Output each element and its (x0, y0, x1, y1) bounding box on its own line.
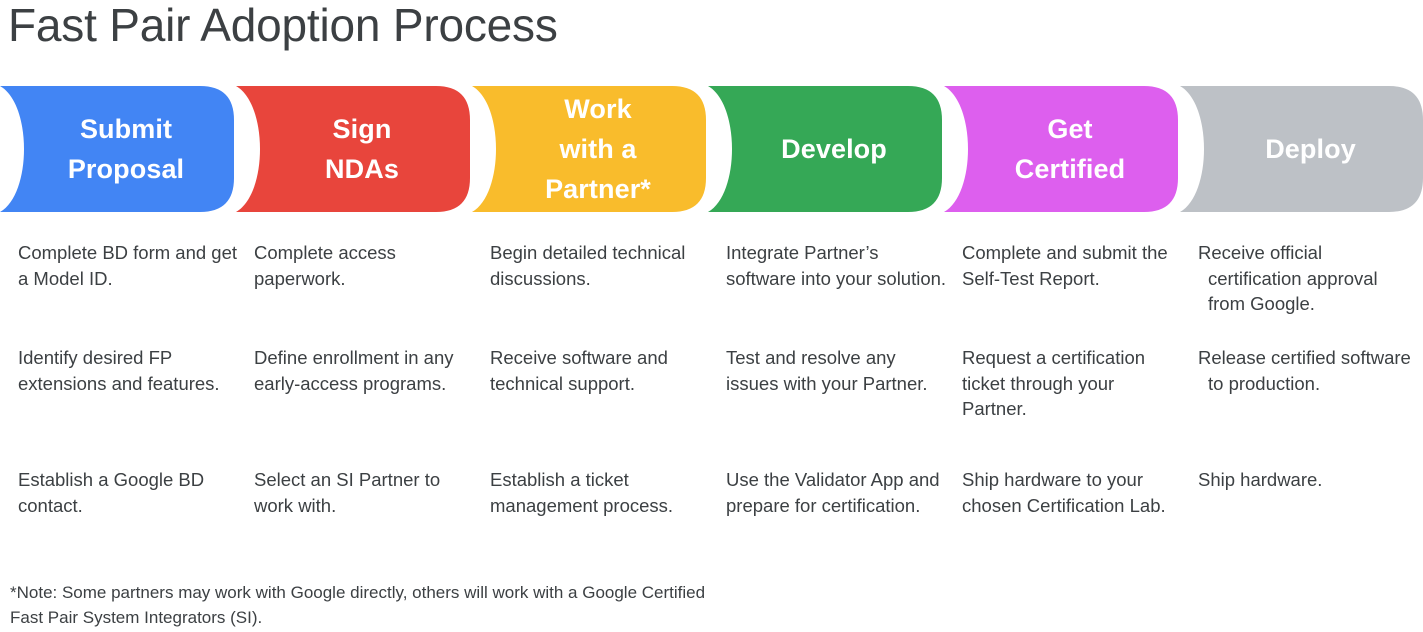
stage-detail-columns: Complete BD form and get a Model ID. Iden… (0, 240, 1423, 560)
stage-shape-develop[interactable] (708, 86, 942, 212)
stage-shapes (0, 86, 1423, 212)
detail-item: Test and resolve any issues with your Pa… (726, 347, 928, 394)
detail-item: Release certified software to production… (1198, 347, 1411, 394)
stage-shape-submit-proposal[interactable] (0, 86, 234, 212)
detail-item: Begin detailed technical discussions. (490, 242, 686, 289)
stage-shape-deploy[interactable] (1180, 86, 1423, 212)
detail-item: Ship hardware to your chosen Certificati… (962, 469, 1166, 516)
detail-item: Request a certification ticket through y… (962, 347, 1146, 419)
detail-item: Complete and submit the Self-Test Report… (962, 242, 1168, 289)
detail-item: Select an SI Partner to work with. (254, 469, 441, 516)
detail-item: Integrate Partner’s software into your s… (726, 242, 947, 289)
detail-item: Receive official certification approval … (1198, 242, 1378, 314)
detail-item: Establish a ticket management process. (490, 469, 674, 516)
detail-item: Use the Validator App and prepare for ce… (726, 469, 940, 516)
detail-item: Establish a Google BD contact. (18, 469, 205, 516)
detail-item: Ship hardware. (1198, 469, 1323, 490)
detail-item: Complete access paperwork. (254, 242, 396, 289)
stage-shape-work-with-a-partner[interactable] (472, 86, 706, 212)
footnote-note: *Note: Some partners may work with Googl… (10, 583, 706, 627)
stage-shape-get-certified[interactable] (944, 86, 1178, 212)
detail-item: Define enrollment in any early-access pr… (254, 347, 454, 394)
detail-item: Identify desired FP extensions and featu… (18, 347, 220, 394)
page-title: Fast Pair Adoption Process (8, 0, 558, 51)
detail-item: Complete BD form and get a Model ID. (18, 242, 238, 289)
detail-item: Receive software and technical support. (490, 347, 668, 394)
stage-shape-sign-ndas[interactable] (236, 86, 470, 212)
